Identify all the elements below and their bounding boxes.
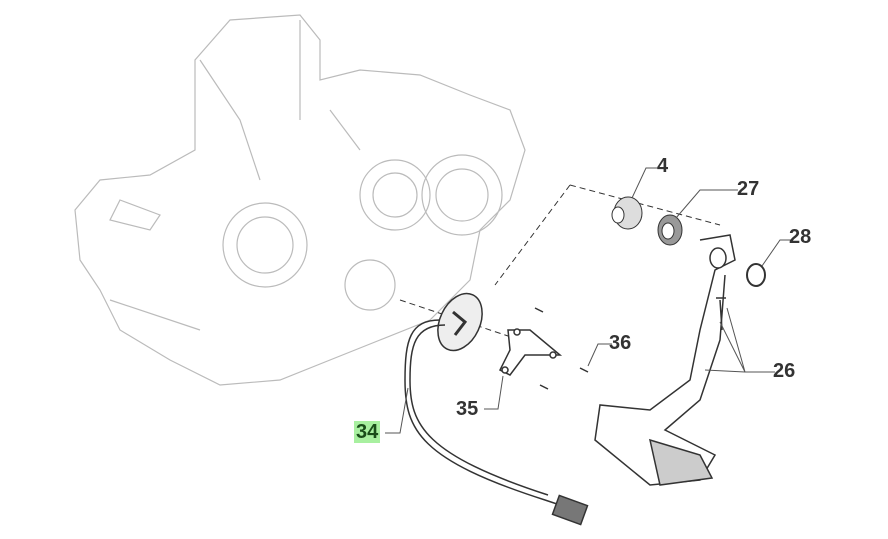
gear-sensor-part — [404, 292, 589, 526]
seal-ring-part — [657, 214, 683, 246]
engine-crankcase — [74, 14, 526, 386]
callout-35[interactable]: 35 — [456, 398, 479, 420]
callout-36[interactable]: 36 — [609, 332, 632, 354]
circlip-part — [746, 263, 766, 287]
bracket-part — [498, 307, 589, 390]
callout-34-highlighted[interactable]: 34 — [354, 421, 381, 443]
shift-lever-part — [594, 234, 736, 486]
bushing-part — [611, 196, 643, 230]
callout-27[interactable]: 27 — [737, 178, 760, 200]
leader-lines — [385, 167, 792, 434]
callout-28[interactable]: 28 — [789, 226, 812, 248]
callout-26[interactable]: 26 — [773, 360, 796, 382]
callout-4[interactable]: 4 — [657, 155, 669, 177]
